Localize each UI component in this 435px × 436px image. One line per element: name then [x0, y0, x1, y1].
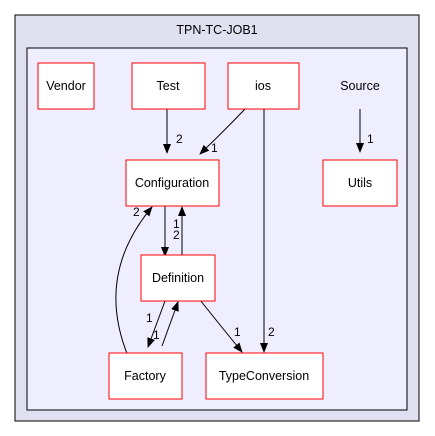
edge-label-ios-typeconversion: 2	[268, 325, 275, 339]
node-configuration-box[interactable]	[125, 159, 220, 207]
node-factory-label: Factory	[124, 369, 166, 383]
edge-label-definition-factory: 1	[146, 311, 153, 325]
node-typeconversion[interactable]: TypeConversion	[205, 352, 324, 400]
node-definition-box[interactable]	[140, 254, 216, 302]
node-vendor[interactable]: Vendor	[37, 62, 95, 110]
node-test[interactable]: Test	[131, 62, 206, 110]
node-factory[interactable]: Factory	[108, 352, 183, 400]
node-configuration[interactable]: Configuration	[125, 159, 220, 207]
edge-label-definition-configuration: 2	[173, 228, 180, 242]
folder-source-label[interactable]: Source	[340, 79, 380, 93]
node-utils-box[interactable]	[322, 159, 398, 207]
edge-label-test-configuration: 2	[176, 132, 183, 146]
node-utils[interactable]: Utils	[322, 159, 398, 207]
edge-definition-to-factory	[147, 300, 166, 348]
edge-labels: 2 1 1 1 2 2 1 1 1 2	[133, 132, 374, 342]
edge-label-factory-configuration: 2	[133, 205, 140, 219]
node-vendor-box[interactable]	[37, 62, 95, 110]
node-typeconversion-box[interactable]	[205, 352, 324, 400]
edge-label-definition-typeconversion: 1	[234, 325, 241, 339]
node-vendor-label: Vendor	[46, 79, 86, 93]
node-typeconversion-label: TypeConversion	[219, 369, 309, 383]
node-factory-box[interactable]	[108, 352, 183, 400]
node-ios-box[interactable]	[227, 62, 300, 110]
node-definition-label: Definition	[152, 271, 204, 285]
edge-label-factory-definition: 1	[153, 328, 160, 342]
node-configuration-label: Configuration	[135, 176, 209, 190]
node-test-label: Test	[157, 79, 180, 93]
edge-label-ios-configuration: 1	[211, 141, 218, 155]
node-ios[interactable]: ios	[227, 62, 300, 110]
edge-ios-to-configuration	[199, 108, 246, 155]
node-ios-label: ios	[255, 79, 271, 93]
edges	[115, 108, 364, 357]
edge-factory-to-configuration	[115, 206, 153, 357]
edge-label-configuration-definition: 1	[173, 217, 180, 231]
edge-label-source-utils: 1	[367, 132, 374, 146]
edge-factory-to-definition	[161, 301, 179, 347]
cluster-title: TPN-TC-JOB1	[176, 23, 257, 37]
edge-definition-to-typeconversion	[199, 299, 243, 353]
node-test-box[interactable]	[131, 62, 206, 110]
node-utils-label: Utils	[348, 176, 372, 190]
node-definition[interactable]: Definition	[140, 254, 216, 302]
